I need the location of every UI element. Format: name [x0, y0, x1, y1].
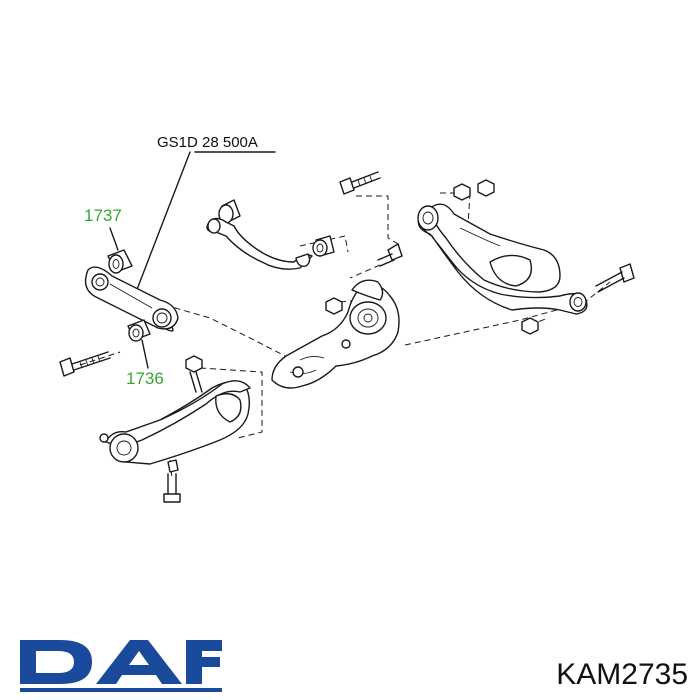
bolt-bottom: [163, 459, 181, 503]
nuts: [185, 179, 539, 373]
bolt-lower-top: [189, 371, 203, 393]
leader-lines: [109, 151, 276, 369]
lower-control-arm: [417, 203, 588, 315]
upper-camber-arm: [206, 199, 335, 270]
lateral-link: [84, 266, 179, 332]
bolt-right: [595, 263, 635, 293]
trailing-arm: [99, 380, 251, 465]
label-bushing-lower: 1736: [126, 369, 164, 388]
steering-knuckle: [271, 279, 400, 389]
label-main-part: GS1D 28 500A: [157, 134, 258, 151]
bushing-1737: [107, 249, 133, 274]
part-number: KAM2735: [556, 658, 688, 691]
daf-logo: [20, 640, 222, 692]
bolt-left: [59, 351, 111, 377]
bushing-1736: [127, 319, 151, 342]
bolt-mid: [377, 243, 403, 267]
bolt-top: [339, 171, 381, 195]
label-bushing-upper: 1737: [84, 206, 122, 225]
